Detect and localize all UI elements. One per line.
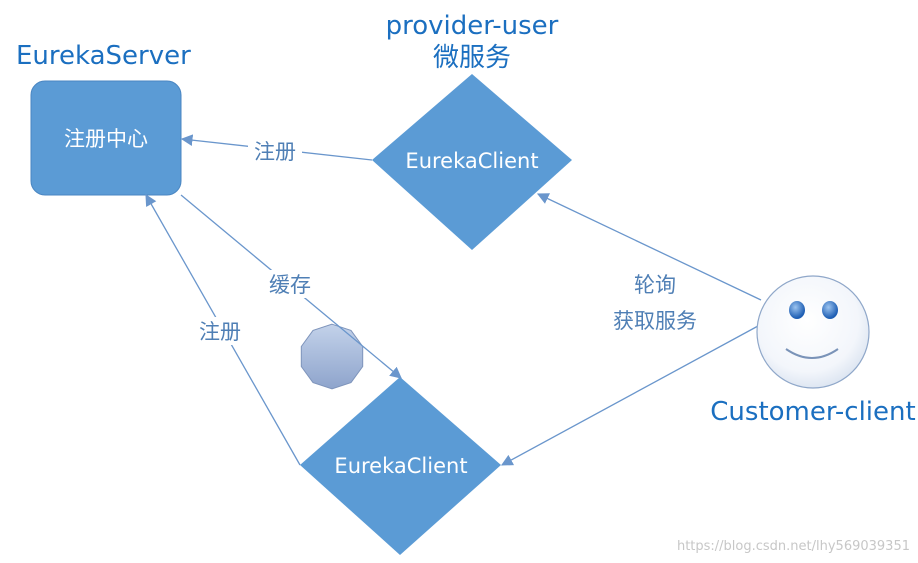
registry-center-label: 注册中心 — [64, 127, 148, 151]
customer-smiley-icon — [756, 275, 870, 389]
edge-poll-consumer — [500, 325, 759, 466]
watermark-text: https://blog.csdn.net/lhy569039351 — [677, 539, 910, 554]
register-left-label: 注册 — [199, 320, 241, 344]
consumer-client-label: EurekaClient — [334, 454, 467, 478]
edge-poll-provider — [536, 193, 762, 301]
provider-client-label: EurekaClient — [405, 149, 538, 173]
provider-client-node — [372, 74, 572, 250]
poll-label-line2: 获取服务 — [613, 309, 697, 333]
register-top-label: 注册 — [254, 140, 296, 164]
provider-title: provider-user — [386, 11, 559, 41]
cache-label-bg — [263, 270, 317, 298]
cache-decagon-icon — [300, 323, 364, 390]
cache-label: 缓存 — [269, 273, 311, 297]
eureka-server-title: EurekaServer — [16, 41, 191, 71]
consumer-client-node — [300, 377, 501, 555]
register-left-label-bg — [194, 317, 248, 345]
register-top-label-bg — [248, 138, 302, 166]
customer-label: Customer-client — [710, 397, 915, 427]
poll-label-line1: 轮询 — [634, 273, 676, 297]
provider-subtitle: 微服务 — [433, 43, 511, 73]
